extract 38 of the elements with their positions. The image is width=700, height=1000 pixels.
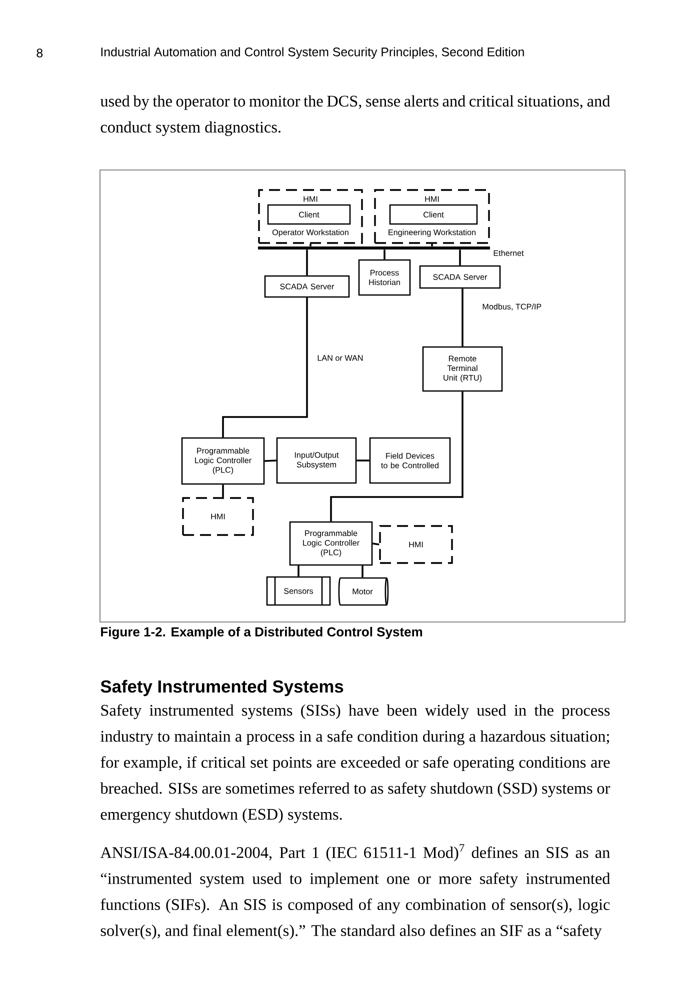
connector-line xyxy=(222,298,308,438)
connector-line xyxy=(462,288,464,346)
body-paragraph: ANSI/ISA-84.00.01-2004, Part 1 (IEC 61511-1 Mod)$^{7}$ defines an SIS as an “instrumented system used to implement one or more safety instrumented functions (SIFs). An SIS is composed of any combination of sensor(s), logic solver(s), and final element(s).” The standard also defines an SIF as a “safety xyxy=(100,844,610,940)
connector-line xyxy=(264,460,276,462)
edge-label: LAN or WAN xyxy=(316,354,364,362)
hmi-box: HMI xyxy=(379,525,453,564)
sensor-block: Sensors xyxy=(266,576,331,606)
client-box: Client xyxy=(389,204,478,225)
body-paragraph: Safety instrumented systems (SISs) have been widely used in the process industry to maintain a process in a safe condition during a hazardous situation; for example, if critical set points are exceeded or safe operating conditions are breached. SISs are sometimes referred to as safety shutdown (SSD) systems or emergency shutdown (ESD) systems. xyxy=(100,704,610,824)
client-box: Client xyxy=(267,204,351,225)
connector-line xyxy=(372,542,380,546)
connector-line xyxy=(431,244,433,246)
connector-line xyxy=(356,460,370,462)
controller-box: Programmable Logic Controller (PLC) xyxy=(289,521,373,566)
connector-line xyxy=(298,566,300,576)
connector-line xyxy=(330,392,464,522)
connector-line xyxy=(222,484,224,498)
motor-cylinder: Motor xyxy=(338,577,389,606)
connector-line xyxy=(310,244,312,246)
hmi-box: HMI xyxy=(182,497,254,536)
controller-box: Programmable Logic Controller (PLC) xyxy=(181,437,265,485)
bus-label: Ethernet xyxy=(494,250,524,256)
connector-line xyxy=(362,566,364,578)
io-box: Input/Output Subsystem xyxy=(276,437,357,484)
edge-label: Modbus, TCP/IP xyxy=(481,302,543,312)
section-heading: Safety Instrumented Systems xyxy=(100,680,344,696)
connector-line xyxy=(306,250,308,276)
connector-line xyxy=(459,250,461,266)
connector-line xyxy=(384,250,386,260)
page-number: 8 xyxy=(36,48,43,58)
server-box: SCADA Server xyxy=(419,265,501,289)
rtu-box: Remote Terminal Unit (RTU) xyxy=(422,346,503,392)
running-header: Industrial Automation and Control System Security Principles, Second Edition xyxy=(101,47,524,59)
server-box: SCADA Server xyxy=(264,275,350,298)
field-device-box: Field Devices to be Controlled xyxy=(369,437,451,484)
body-paragraph: used by the operator to monitor the DCS, sense alerts and critical situations, and conduct system diagnostics. xyxy=(100,95,610,136)
figure-caption: Figure 1-2. Example of a Distributed Control System xyxy=(101,626,422,640)
historian-box: Process Historian xyxy=(358,259,411,296)
